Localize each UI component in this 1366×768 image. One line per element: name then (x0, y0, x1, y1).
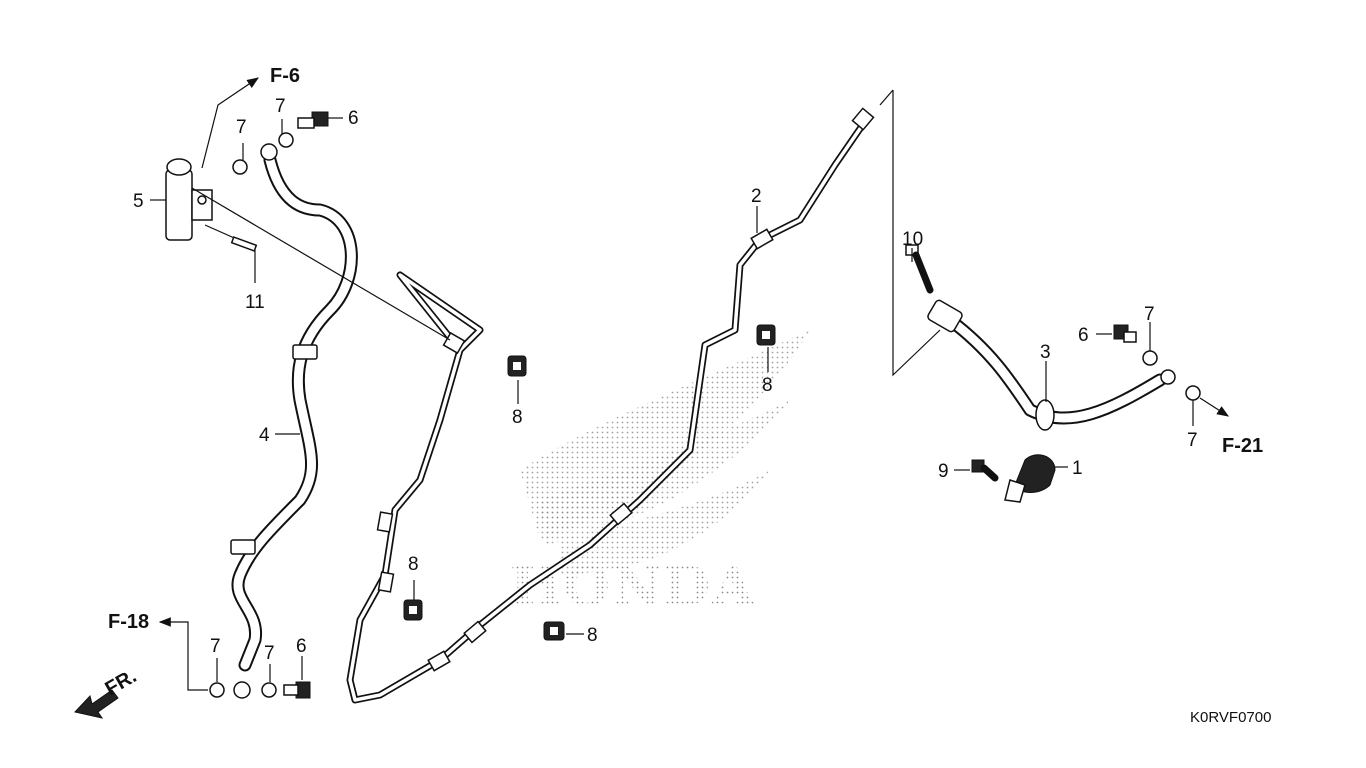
sealing-washer (232, 159, 248, 175)
callout-10: 10 (902, 229, 923, 250)
callout-3: 3 (1040, 342, 1051, 363)
pipe-clamp (507, 355, 527, 377)
banjo-bolt (297, 111, 329, 129)
callout-8: 8 (512, 407, 523, 428)
hose-grommet (230, 539, 256, 555)
leader-line (191, 187, 451, 341)
callout-7: 7 (264, 643, 275, 664)
callout-11: 11 (245, 292, 265, 313)
callout-6: 6 (1078, 325, 1089, 346)
banjo-fitting (260, 143, 278, 161)
honda-watermark-text: HONDA (510, 554, 756, 618)
callout-9: 9 (938, 461, 949, 482)
callout-6: 6 (348, 108, 359, 129)
drawing-code: K0RVF0700 (1190, 709, 1271, 726)
banjo-bolt (1113, 324, 1137, 343)
callout-6: 6 (296, 636, 307, 657)
ref-arrow-f21 (1199, 397, 1230, 417)
callout-8: 8 (408, 554, 419, 575)
callout-4: 4 (259, 425, 270, 446)
pipe-clamp (543, 621, 565, 641)
callout-1: 1 (1072, 458, 1083, 479)
rear-brake-hose (879, 89, 1176, 431)
callout-8: 8 (587, 625, 598, 646)
bolt (230, 236, 258, 252)
front-brake-hose (230, 143, 358, 699)
callout-7: 7 (1144, 304, 1155, 325)
hose-clamp-bracket (971, 454, 1056, 503)
callout-8: 8 (762, 375, 773, 396)
hose-grommet (292, 344, 318, 360)
honda-wing-watermark: HONDA (510, 330, 810, 618)
pipe-clamp (403, 599, 423, 621)
callout-7: 7 (210, 636, 221, 657)
rear-brake-pipe (346, 107, 875, 704)
ref-label-f18: F-18 (108, 611, 149, 633)
ref-label-f21: F-21 (1222, 435, 1263, 457)
banjo-fitting (233, 681, 251, 699)
callout-7: 7 (236, 117, 247, 138)
callout-7: 7 (275, 96, 286, 117)
banjo-bolt (283, 681, 311, 699)
sealing-washer (261, 682, 277, 698)
sealing-washer (209, 682, 225, 698)
sealing-washer (1142, 350, 1158, 366)
ref-label-f6: F-6 (270, 65, 300, 87)
callout-2: 2 (751, 186, 762, 207)
master-cylinder (165, 158, 258, 252)
callout-5: 5 (133, 191, 144, 212)
leader-lines (150, 117, 1194, 682)
ref-arrow-f18 (158, 617, 208, 691)
front-direction-arrow: FR. (74, 665, 140, 719)
sealing-washer (1185, 385, 1201, 401)
ref-arrow-f6 (201, 77, 259, 169)
sealing-washer (278, 132, 294, 148)
pipe-clamp (756, 324, 776, 346)
callout-7: 7 (1187, 430, 1198, 451)
